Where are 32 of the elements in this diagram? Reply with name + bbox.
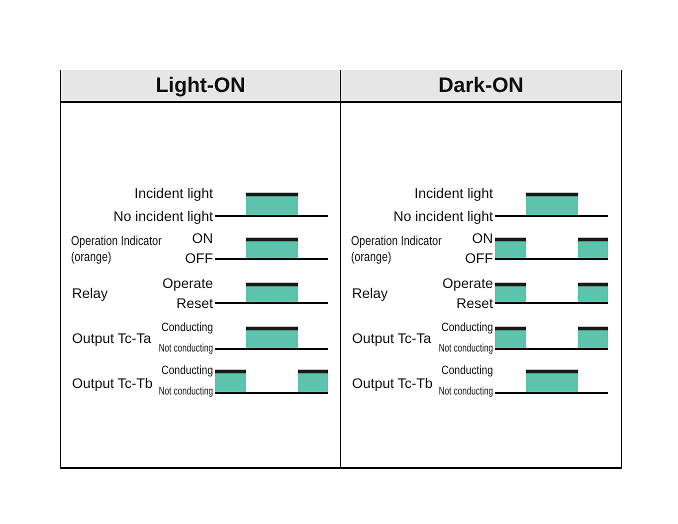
- signal-name: Relay: [352, 286, 388, 300]
- signal-level-label: Reset: [176, 296, 213, 310]
- signal-level-label: Incident light: [134, 186, 213, 200]
- signal-level-label: Conducting: [161, 364, 213, 376]
- signal-name: Output Tc-Tb: [352, 376, 433, 390]
- signal-name: Operation Indicator (orange): [351, 233, 443, 265]
- column-header: Light-ON: [61, 70, 340, 103]
- signal-level-label: Operate: [442, 276, 493, 290]
- table-column: [60, 70, 340, 469]
- signal-level-label: Not conducting: [438, 344, 493, 354]
- table-column: [340, 70, 622, 469]
- signal-level-label: No incident light: [393, 209, 493, 223]
- signal-level-label: Operate: [162, 276, 213, 290]
- signal-name: Output Tc-Tb: [72, 376, 153, 390]
- signal-level-label: Not conducting: [438, 386, 493, 398]
- signal-level-label: Conducting: [161, 321, 213, 333]
- signal-level-label: OFF: [465, 251, 493, 265]
- signal-level-label: ON: [472, 231, 493, 245]
- signal-level-label: ON: [192, 231, 213, 245]
- signal-name: Relay: [72, 286, 108, 300]
- column-header: Dark-ON: [341, 70, 621, 103]
- signal-name: Output Tc-Ta: [352, 331, 432, 345]
- signal-level-label: Conducting: [441, 364, 493, 376]
- signal-level-label: Not conducting: [158, 386, 213, 398]
- signal-level-label: Conducting: [441, 321, 493, 333]
- signal-name: Operation Indicator (orange): [71, 233, 163, 265]
- signal-level-label: No incident light: [113, 209, 213, 223]
- signal-level-label: Reset: [456, 296, 493, 310]
- signal-level-label: OFF: [185, 251, 213, 265]
- signal-level-label: Not conducting: [158, 344, 213, 354]
- signal-level-label: Incident light: [414, 186, 493, 200]
- signal-name: Output Tc-Ta: [72, 331, 152, 345]
